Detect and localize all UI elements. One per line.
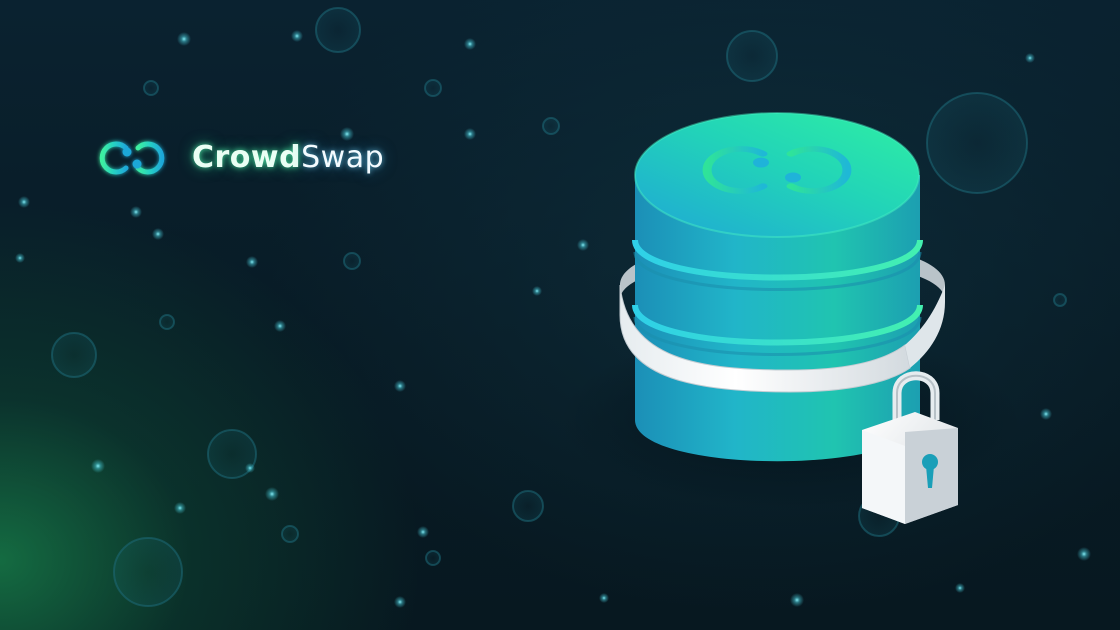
infinity-link-icon bbox=[99, 141, 165, 175]
brand-name: CrowdSwap bbox=[192, 136, 384, 180]
database-icon bbox=[632, 112, 923, 462]
padlock-icon bbox=[862, 371, 958, 524]
brand-name-part2: Swap bbox=[301, 140, 385, 175]
infinity-link-icon bbox=[702, 146, 852, 194]
crowdswap-logo: CrowdSwap bbox=[86, 136, 384, 180]
brand-name-part1: Crowd bbox=[192, 140, 302, 175]
